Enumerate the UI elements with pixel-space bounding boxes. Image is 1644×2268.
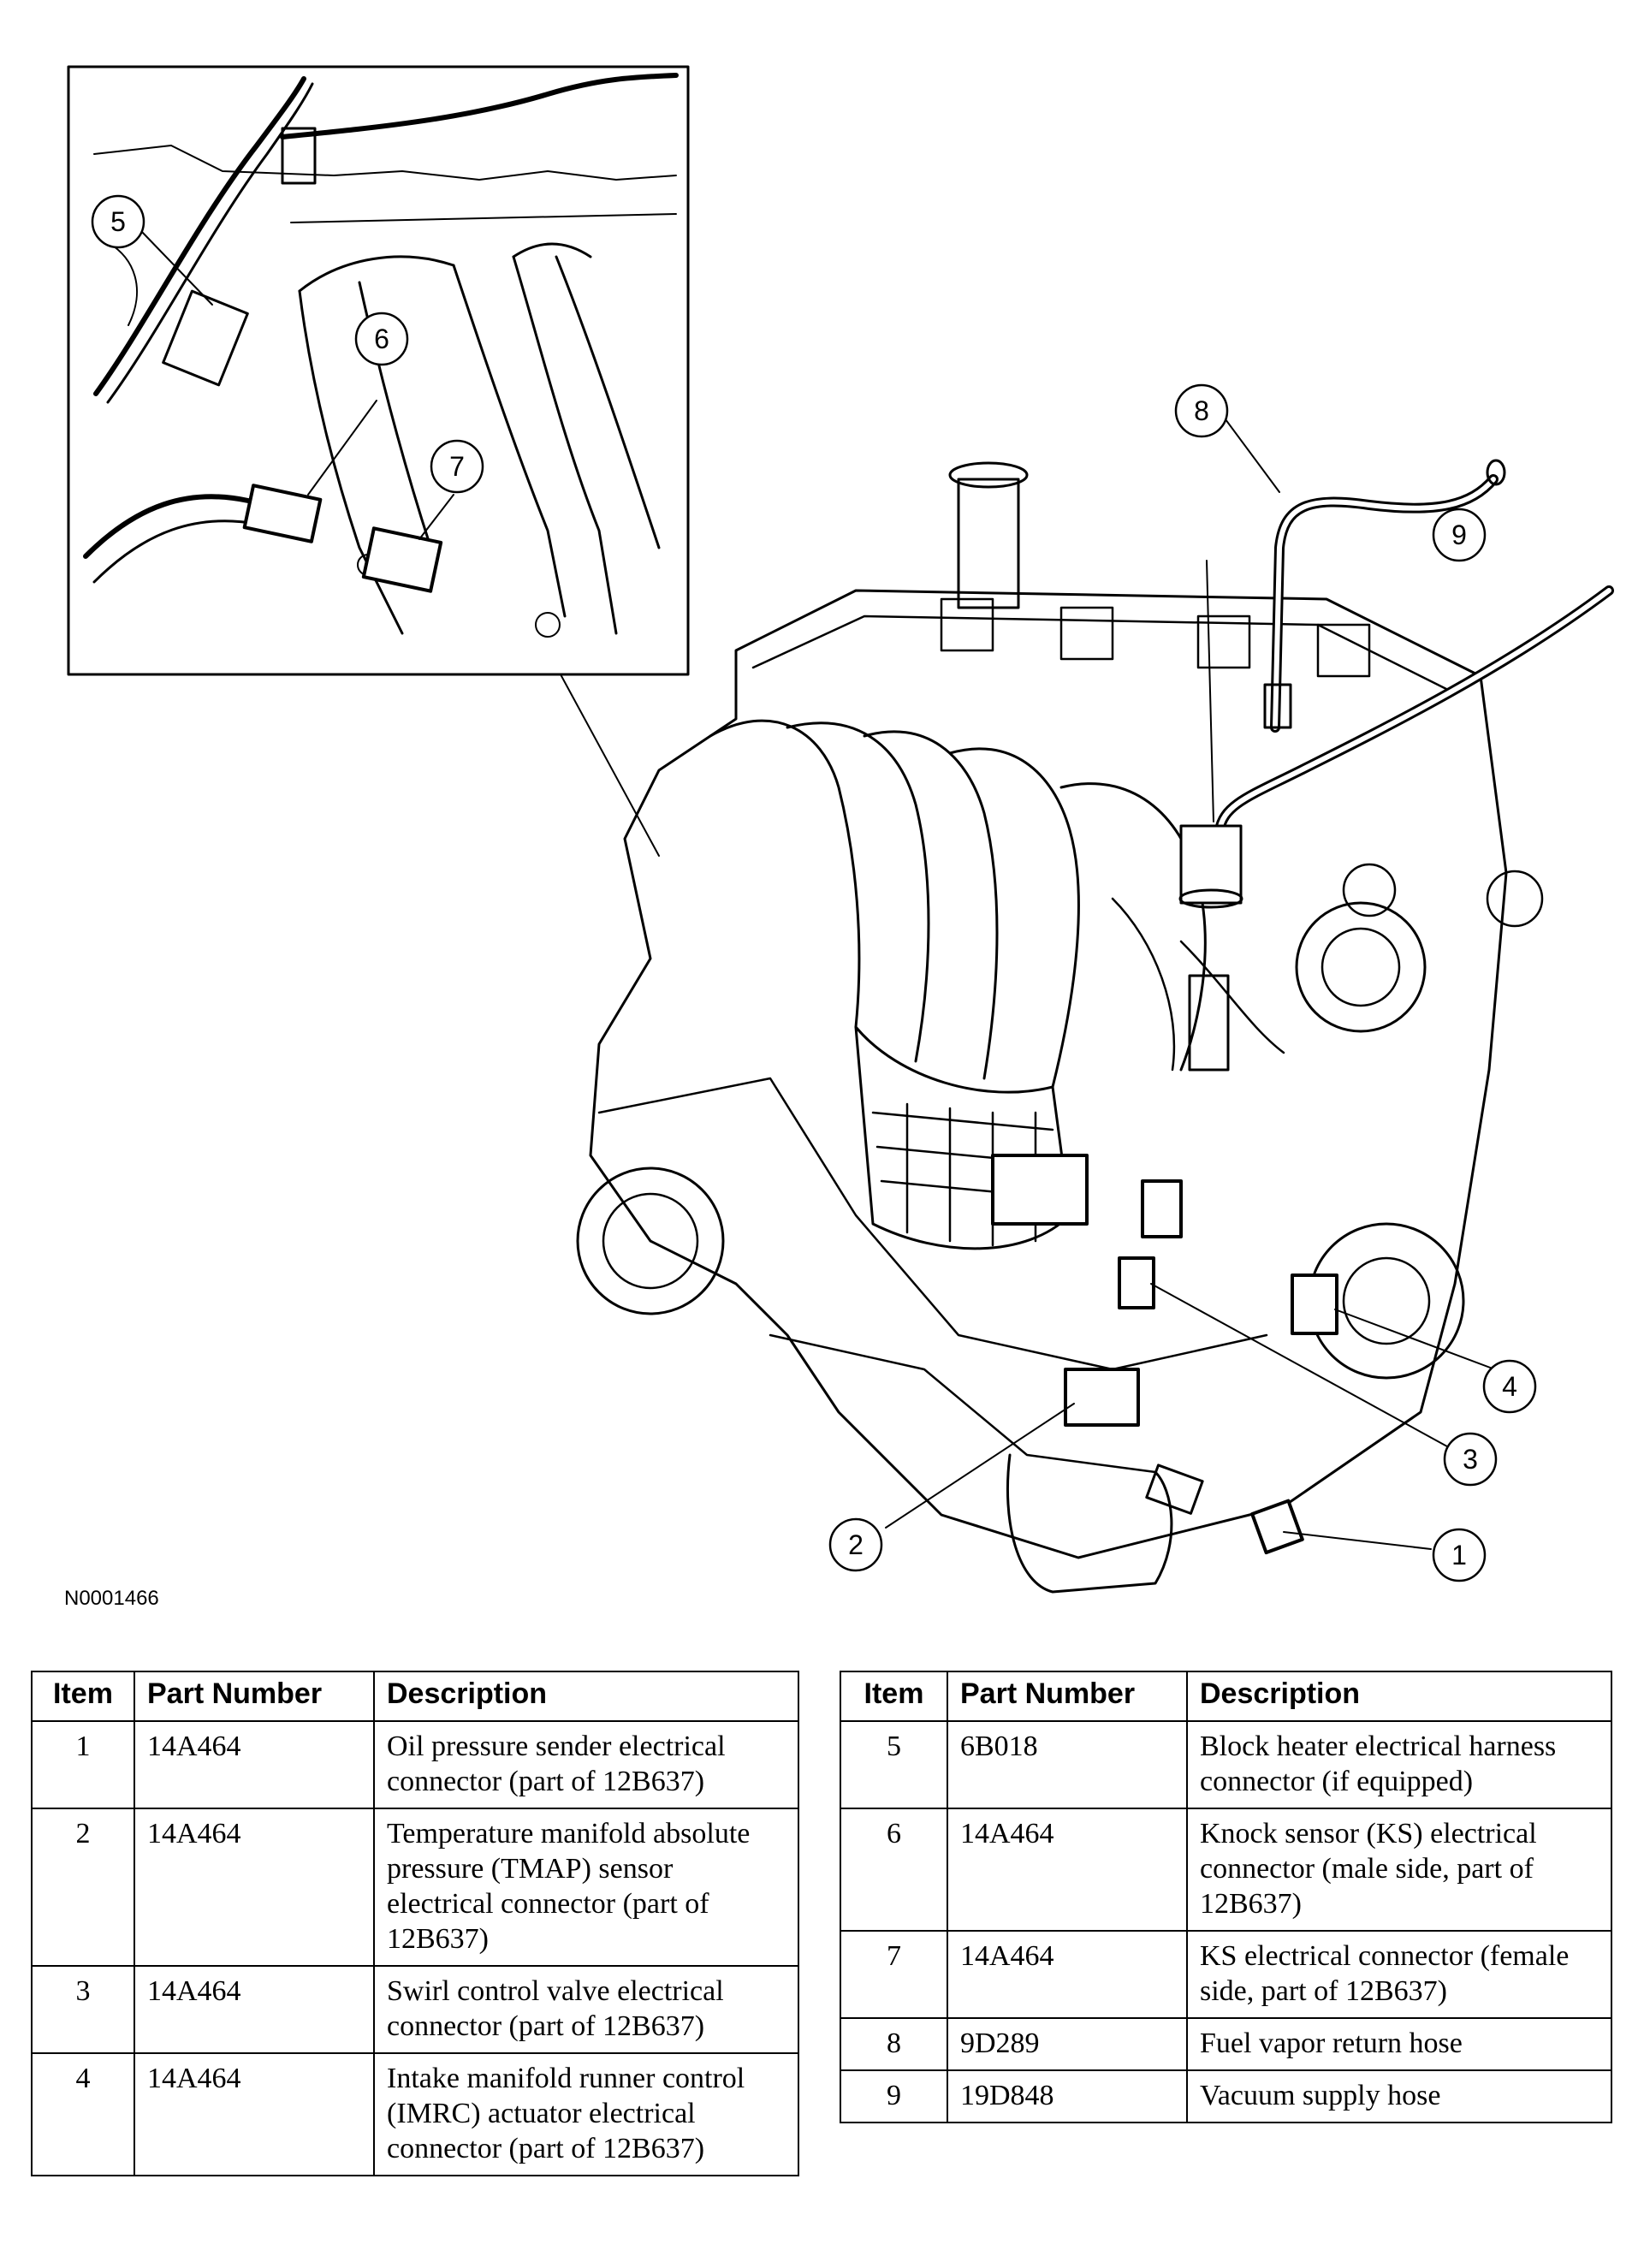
description-cell: Block heater electrical harness connecto… [1186, 1720, 1612, 1809]
figure-id: N0001466 [64, 1587, 159, 1610]
callout-6: 6 [374, 324, 389, 354]
description-cell: Intake manifold runner control (IMRC) ac… [373, 2052, 799, 2176]
part-number-cell: 14A464 [947, 1808, 1188, 1932]
item-cell: 7 [840, 1930, 948, 2019]
table-row: 9 19D848 Vacuum supply hose [840, 2069, 1612, 2123]
callout-5: 5 [110, 206, 126, 237]
description-cell: KS electrical connector (female side, pa… [1186, 1930, 1612, 2019]
description-cell: Knock sensor (KS) electrical connector (… [1186, 1808, 1612, 1932]
description-cell: Temperature manifold absolute pressure (… [373, 1808, 799, 1967]
table-row: 7 14A464 KS electrical connector (female… [840, 1930, 1612, 2019]
item-cell: 4 [31, 2052, 135, 2176]
callout-7: 7 [449, 451, 465, 482]
callout-circles [91, 194, 1537, 1582]
inset-detail-view [67, 65, 690, 676]
item-cell: 5 [840, 1720, 948, 1809]
imrc-connector [1291, 1274, 1338, 1335]
part-number-cell: 14A464 [134, 1808, 375, 1967]
table-row: 5 6B018 Block heater electrical harness … [840, 1720, 1612, 1809]
table-row: 4 14A464 Intake manifold runner control … [31, 2052, 799, 2176]
callout-2: 2 [848, 1529, 864, 1560]
part-number-cell: 14A464 [134, 1965, 375, 2054]
engine-assembly [576, 459, 1614, 1594]
engine-illustration: 5 6 7 8 9 4 3 2 1 [67, 65, 1614, 1594]
part-number-cell: 14A464 [134, 2052, 375, 2176]
part-number-cell: 19D848 [947, 2069, 1188, 2123]
swirl-control-valve-connector [1118, 1256, 1155, 1309]
part-number-cell: 14A464 [134, 1720, 375, 1809]
callout-leader-lines [885, 419, 1507, 1550]
oil-pressure-sender-connector [1250, 1499, 1304, 1555]
callout-1: 1 [1451, 1540, 1467, 1570]
callout-8: 8 [1194, 395, 1209, 426]
table-row: 2 14A464 Temperature manifold absolute p… [31, 1808, 799, 1967]
item-cell: 2 [31, 1808, 135, 1967]
part-number-cell: 9D289 [947, 2017, 1188, 2071]
header-part-number: Part Number [134, 1671, 375, 1722]
header-item: Item [31, 1671, 135, 1722]
item-cell: 9 [840, 2069, 948, 2123]
tmap-sensor-connector [1064, 1368, 1140, 1427]
part-number-cell: 14A464 [947, 1930, 1188, 2019]
table-row: 8 9D289 Fuel vapor return hose [840, 2017, 1612, 2071]
parts-table-left: Item Part Number Description 1 14A464 Oi… [31, 1671, 799, 2176]
part-number-cell: 6B018 [947, 1720, 1188, 1809]
header-description: Description [1186, 1671, 1612, 1722]
header-item: Item [840, 1671, 948, 1722]
item-cell: 8 [840, 2017, 948, 2071]
header-description: Description [373, 1671, 799, 1722]
callout-3: 3 [1463, 1444, 1478, 1475]
description-cell: Vacuum supply hose [1186, 2069, 1612, 2123]
item-cell: 1 [31, 1720, 135, 1809]
callout-4: 4 [1502, 1371, 1517, 1402]
item-cell: 3 [31, 1965, 135, 2054]
imrc-actuator-connector [991, 1154, 1089, 1226]
item-cell: 6 [840, 1808, 948, 1932]
description-cell: Swirl control valve electrical connector… [373, 1965, 799, 2054]
parts-table-right: Item Part Number Description 5 6B018 Blo… [840, 1671, 1612, 2123]
table-row: 1 14A464 Oil pressure sender electrical … [31, 1720, 799, 1809]
callout-9: 9 [1451, 520, 1467, 550]
table-row: 3 14A464 Swirl control valve electrical … [31, 1965, 799, 2054]
description-cell: Fuel vapor return hose [1186, 2017, 1612, 2071]
table-row: 6 14A464 Knock sensor (KS) electrical co… [840, 1808, 1612, 1932]
inset-leader-line [560, 674, 660, 857]
description-cell: Oil pressure sender electrical connector… [373, 1720, 799, 1809]
header-part-number: Part Number [947, 1671, 1188, 1722]
